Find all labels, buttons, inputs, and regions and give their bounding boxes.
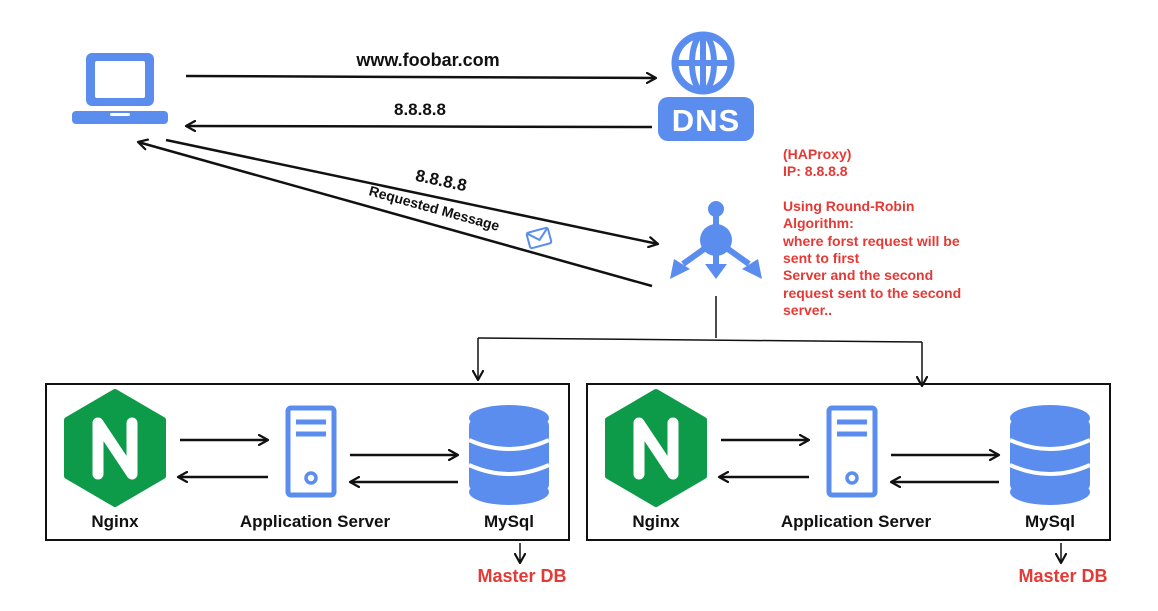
database-icon xyxy=(468,405,550,505)
note-algorithm-2: Algorithm: xyxy=(783,215,854,232)
lb-ip-label: 8.8.8.8 xyxy=(414,166,469,195)
database-icon xyxy=(1009,405,1091,505)
master-db-label: Master DB xyxy=(477,566,566,586)
note-ip: IP: 8.8.8.8 xyxy=(783,163,848,180)
load-balancer-icon xyxy=(670,201,762,279)
dns-label: DNS xyxy=(672,103,740,138)
request-url-label: www.foobar.com xyxy=(355,50,499,70)
note-algorithm-6: request sent to the second xyxy=(783,284,962,301)
note-haproxy: (HAProxy) xyxy=(783,146,852,162)
dns-icon: DNS xyxy=(658,31,754,141)
application-server-icon xyxy=(285,405,337,498)
mysql-label: MySql xyxy=(1025,512,1075,531)
server-box-1 xyxy=(45,383,570,541)
nginx-icon xyxy=(64,389,166,507)
request-arrow xyxy=(185,76,656,78)
note-algorithm-4: sent to first xyxy=(783,250,860,267)
application-server-label: Application Server xyxy=(781,512,932,531)
server-box-2 xyxy=(586,383,1111,541)
envelope-icon xyxy=(525,226,553,250)
nginx-icon xyxy=(605,389,707,507)
nginx-label: Nginx xyxy=(91,512,139,531)
note-algorithm-7: server.. xyxy=(783,302,833,319)
lb-response-arrow xyxy=(138,142,653,288)
globe-icon xyxy=(671,31,735,95)
lb-split-connector xyxy=(478,296,922,386)
laptop-icon xyxy=(72,53,168,124)
application-server-label: Application Server xyxy=(240,512,391,531)
note-algorithm-3: where forst request will be xyxy=(783,232,960,249)
note-algorithm-5: Server and the second xyxy=(783,267,934,284)
lb-request-arrow xyxy=(165,138,658,244)
master-db-label: Master DB xyxy=(1018,566,1107,586)
load-balancer-note: (HAProxy) IP: 8.8.8.8 Using Round-Robin … xyxy=(783,146,1003,320)
application-server-icon xyxy=(826,405,878,498)
note-algorithm-1: Using Round-Robin xyxy=(783,197,915,214)
nginx-label: Nginx xyxy=(632,512,680,531)
dns-reply-arrow xyxy=(186,126,653,127)
dns-reply-ip-label: 8.8.8.8 xyxy=(394,100,446,119)
mysql-label: MySql xyxy=(484,512,534,531)
